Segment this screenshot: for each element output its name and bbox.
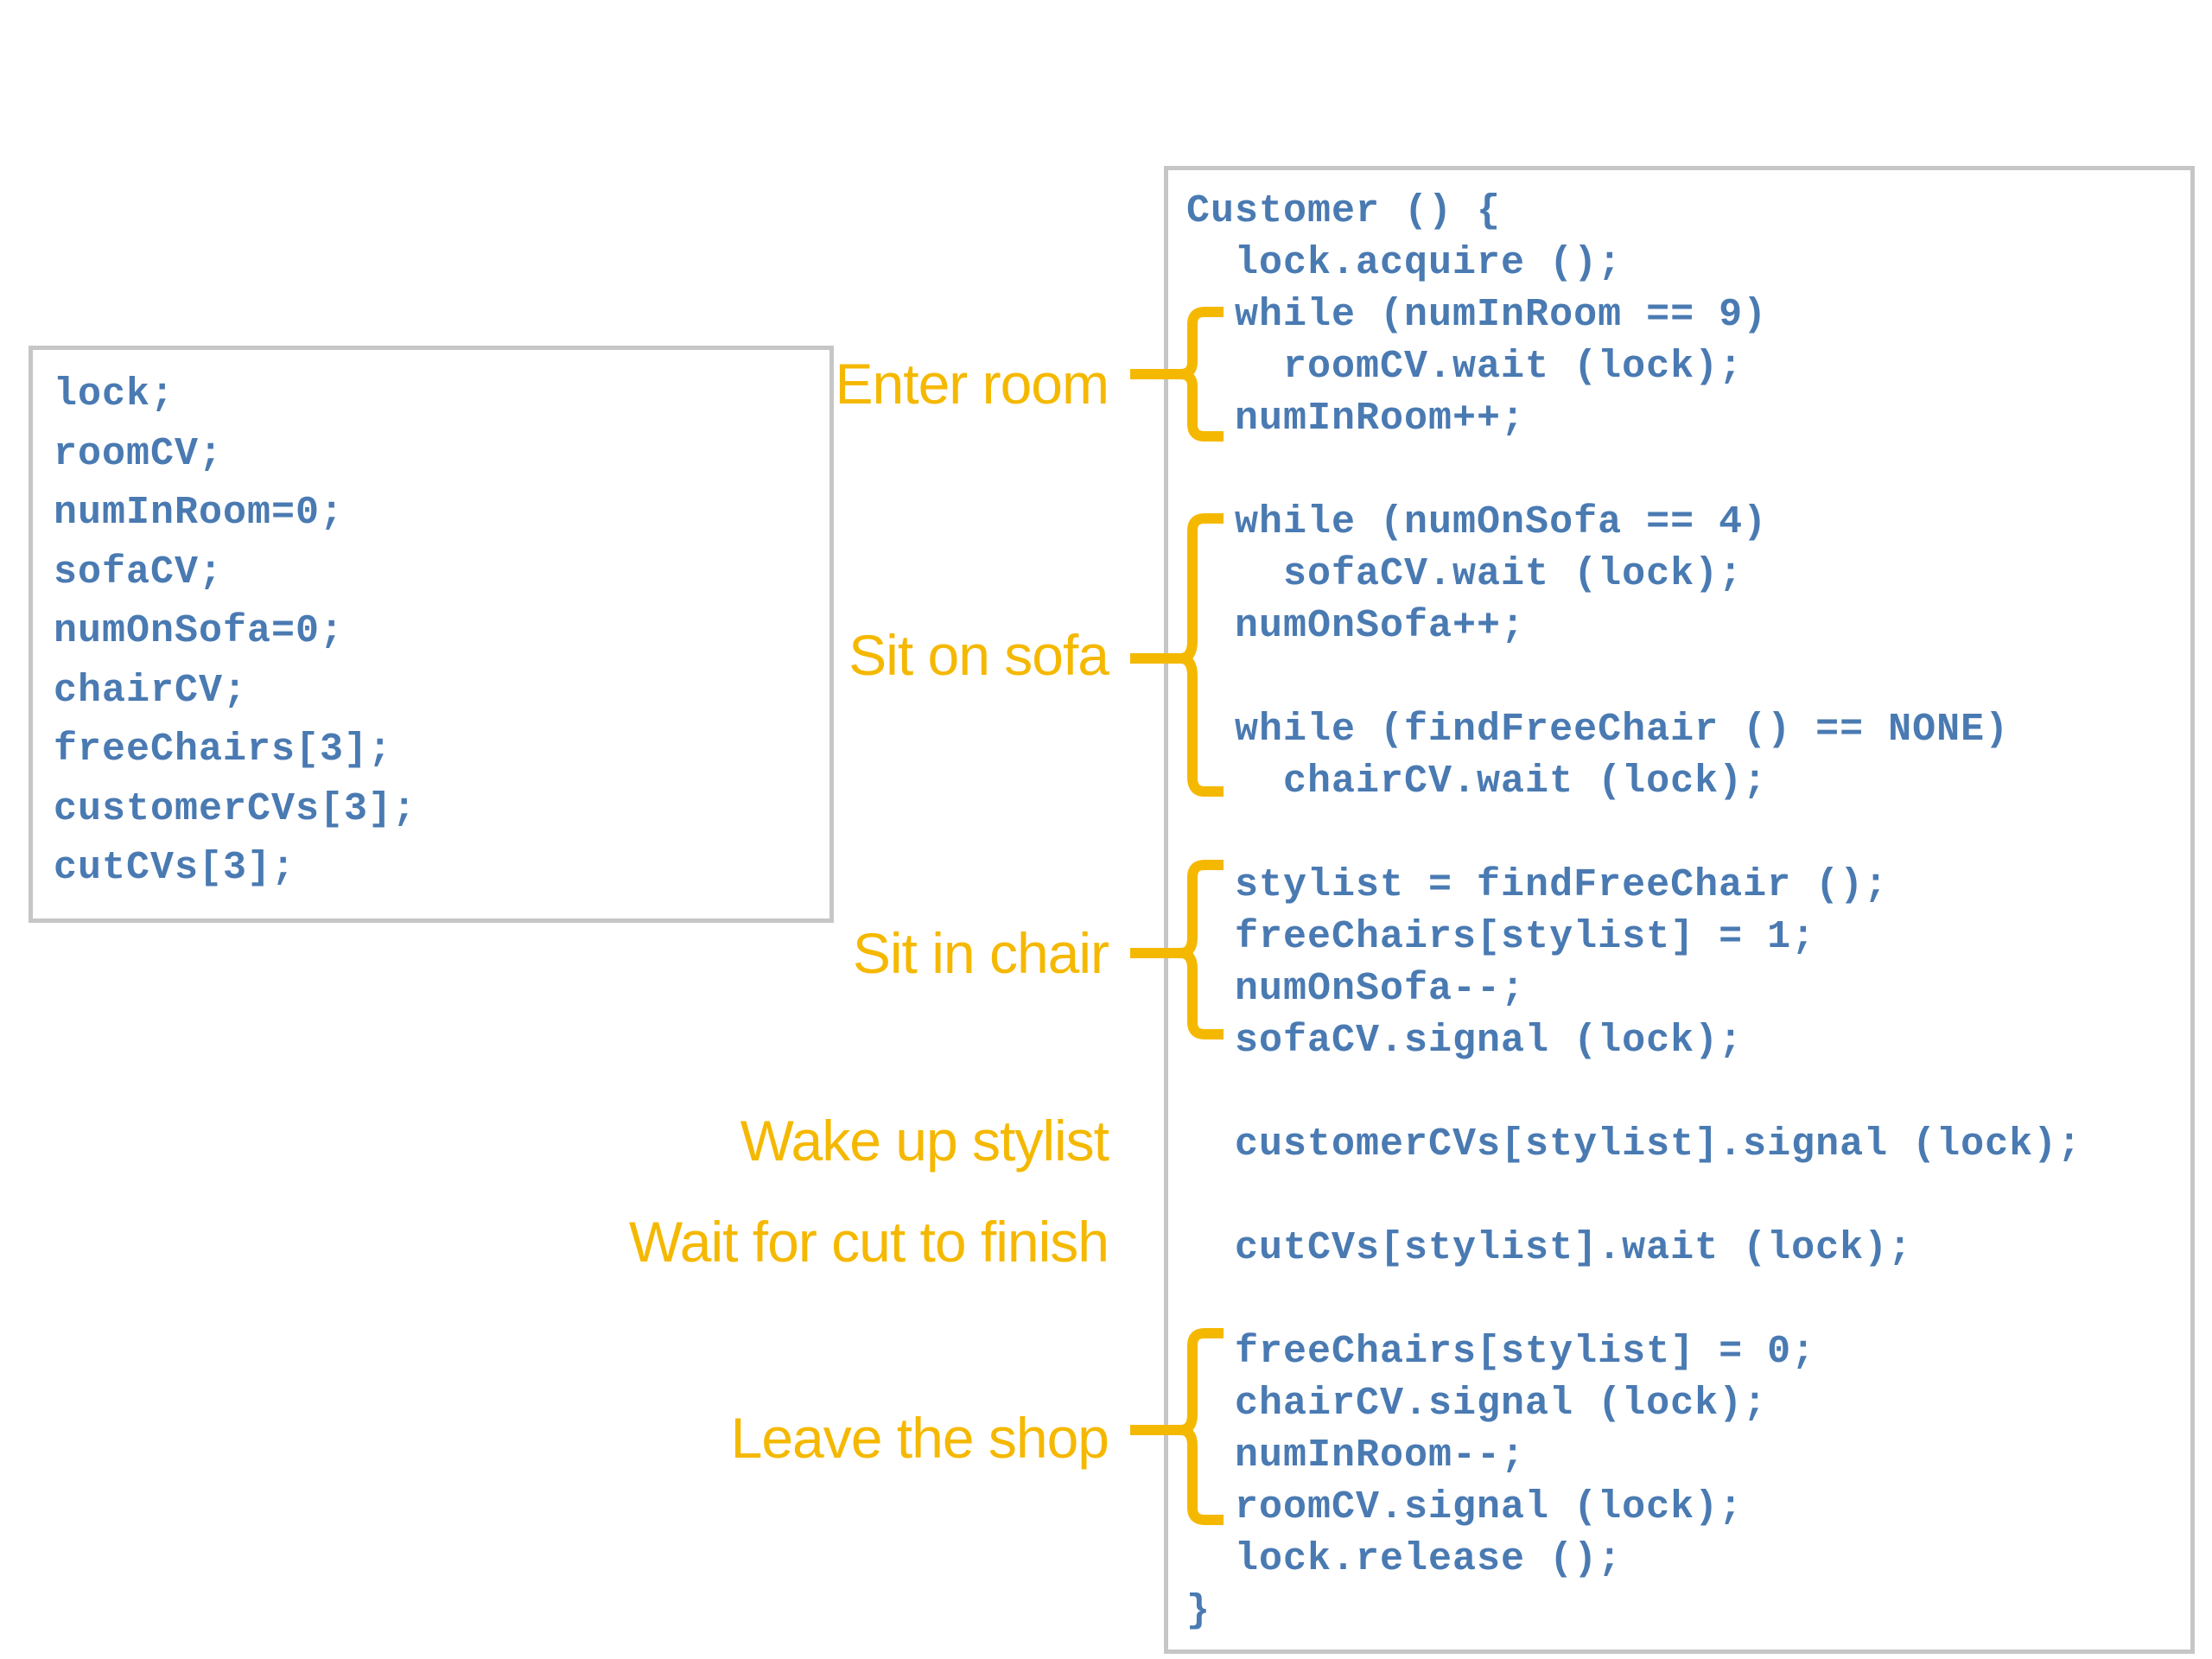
label-wake-up-stylist: Wake up stylist — [740, 1109, 1109, 1173]
code-line: stylist = findFreeChair (); — [1186, 863, 1889, 907]
code-line: cutCVs[stylist].wait (lock); — [1186, 1226, 1913, 1270]
shared-variables-code: lock; roomCV; numInRoom=0; sofaCV; numOn… — [54, 365, 416, 899]
code-line: numInRoom++; — [1186, 397, 1526, 441]
code-line: freeChairs[stylist] = 0; — [1186, 1330, 1816, 1374]
variable-declaration-line: numOnSofa=0; — [54, 609, 345, 653]
code-line: sofaCV.signal (lock); — [1186, 1019, 1744, 1063]
variable-declaration-line: customerCVs[3]; — [54, 786, 417, 831]
brace-sit-on-sofa — [1130, 513, 1224, 797]
variable-declaration-line: chairCV; — [54, 668, 248, 713]
code-line: Customer () { — [1186, 189, 1502, 233]
variable-declaration-line: cutCVs[3]; — [54, 846, 296, 890]
code-line: customerCVs[stylist].signal (lock); — [1186, 1122, 2082, 1166]
label-enter-room: Enter room — [835, 352, 1109, 416]
brace-sit-in-chair — [1130, 860, 1224, 1039]
brace-enter-room — [1130, 307, 1224, 442]
label-sit-in-chair: Sit in chair — [852, 921, 1109, 985]
code-line: roomCV.signal (lock); — [1186, 1485, 1744, 1529]
code-line: roomCV.wait (lock); — [1186, 345, 1744, 389]
code-line: while (numOnSofa == 4) — [1186, 500, 1768, 544]
code-line: sofaCV.wait (lock); — [1186, 552, 1744, 596]
label-sit-on-sofa: Sit on sofa — [849, 623, 1109, 687]
variable-declaration-line: sofaCV; — [54, 550, 224, 594]
code-line: while (findFreeChair () == NONE) — [1186, 708, 2010, 752]
code-line: numOnSofa--; — [1186, 967, 1526, 1011]
customer-procedure-code: Customer () { lock.acquire (); while (nu… — [1186, 186, 2082, 1637]
code-line: chairCV.signal (lock); — [1186, 1382, 1768, 1426]
variable-declaration-line: numInRoom=0; — [54, 491, 345, 535]
variable-declaration-line: roomCV; — [54, 431, 224, 476]
code-line: lock.acquire (); — [1186, 241, 1623, 285]
code-line: while (numInRoom == 9) — [1186, 293, 1768, 337]
code-line: numInRoom--; — [1186, 1433, 1526, 1478]
label-wait-for-cut: Wait for cut to finish — [628, 1210, 1109, 1274]
code-line: lock.release (); — [1186, 1537, 1623, 1581]
code-line: freeChairs[stylist] = 1; — [1186, 915, 1816, 959]
code-line: chairCV.wait (lock); — [1186, 760, 1768, 804]
brace-leave-the-shop — [1130, 1328, 1224, 1525]
variable-declaration-line: freeChairs[3]; — [54, 728, 393, 772]
label-leave-the-shop: Leave the shop — [730, 1406, 1109, 1470]
shared-variables-box: lock; roomCV; numInRoom=0; sofaCV; numOn… — [29, 346, 834, 923]
customer-code-box: Customer () { lock.acquire (); while (nu… — [1164, 166, 2195, 1654]
variable-declaration-line: lock; — [54, 372, 175, 416]
code-line: numOnSofa++; — [1186, 604, 1526, 648]
code-line: } — [1186, 1589, 1211, 1633]
